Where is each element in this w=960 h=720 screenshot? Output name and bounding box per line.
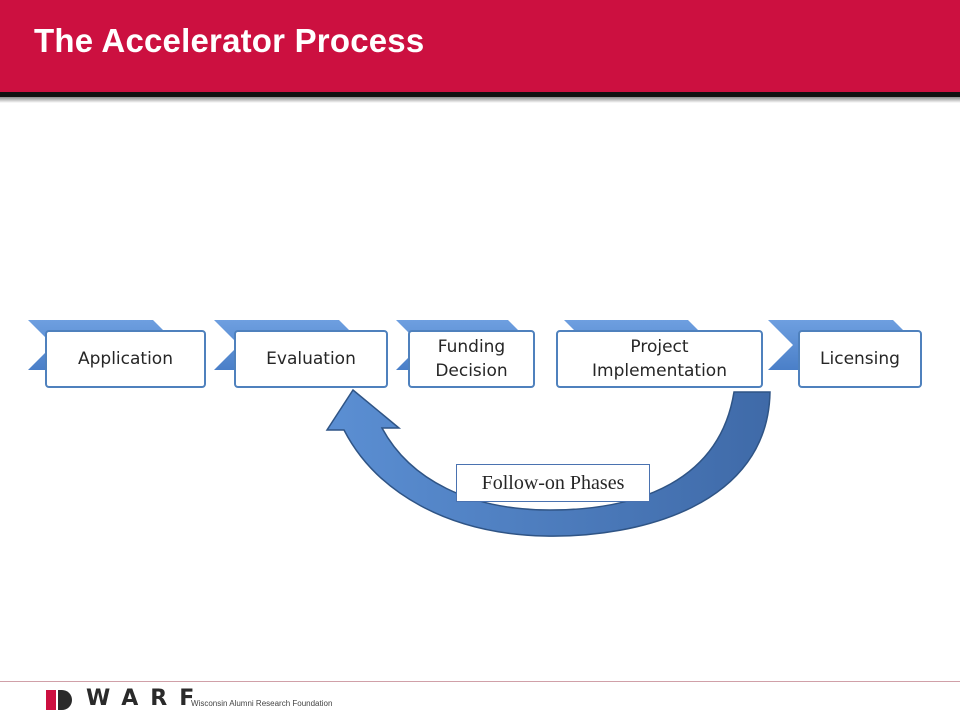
- warf-logo-tagline: Wisconsin Alumni Research Foundation: [191, 699, 333, 708]
- step-box-application: [45, 330, 206, 388]
- step-label-licensing: Licensing: [820, 349, 900, 369]
- follow-on-phases-label: Follow-on Phases: [456, 464, 650, 502]
- step-label-funding-decision: Funding Decision: [435, 337, 508, 381]
- footer-divider: [0, 681, 960, 682]
- step-label-evaluation: Evaluation: [266, 349, 356, 369]
- title-bar: [0, 0, 960, 92]
- title-bar-shadow-fade: [0, 97, 960, 103]
- step-label-project-implementation: Project Implementation: [592, 337, 727, 381]
- slide-title: The Accelerator Process: [34, 22, 425, 59]
- step-label-application: Application: [78, 349, 173, 369]
- step-box-project-implementation: [556, 330, 763, 388]
- warf-logo-icon: [46, 690, 72, 710]
- follow-on-loop-arrow: [325, 388, 771, 537]
- step-box-licensing: [798, 330, 922, 388]
- title-bar-shadow: [0, 92, 960, 97]
- warf-logo-wordmark: WARF: [86, 686, 207, 711]
- step-box-funding-decision: [408, 330, 535, 388]
- step-box-evaluation: [234, 330, 388, 388]
